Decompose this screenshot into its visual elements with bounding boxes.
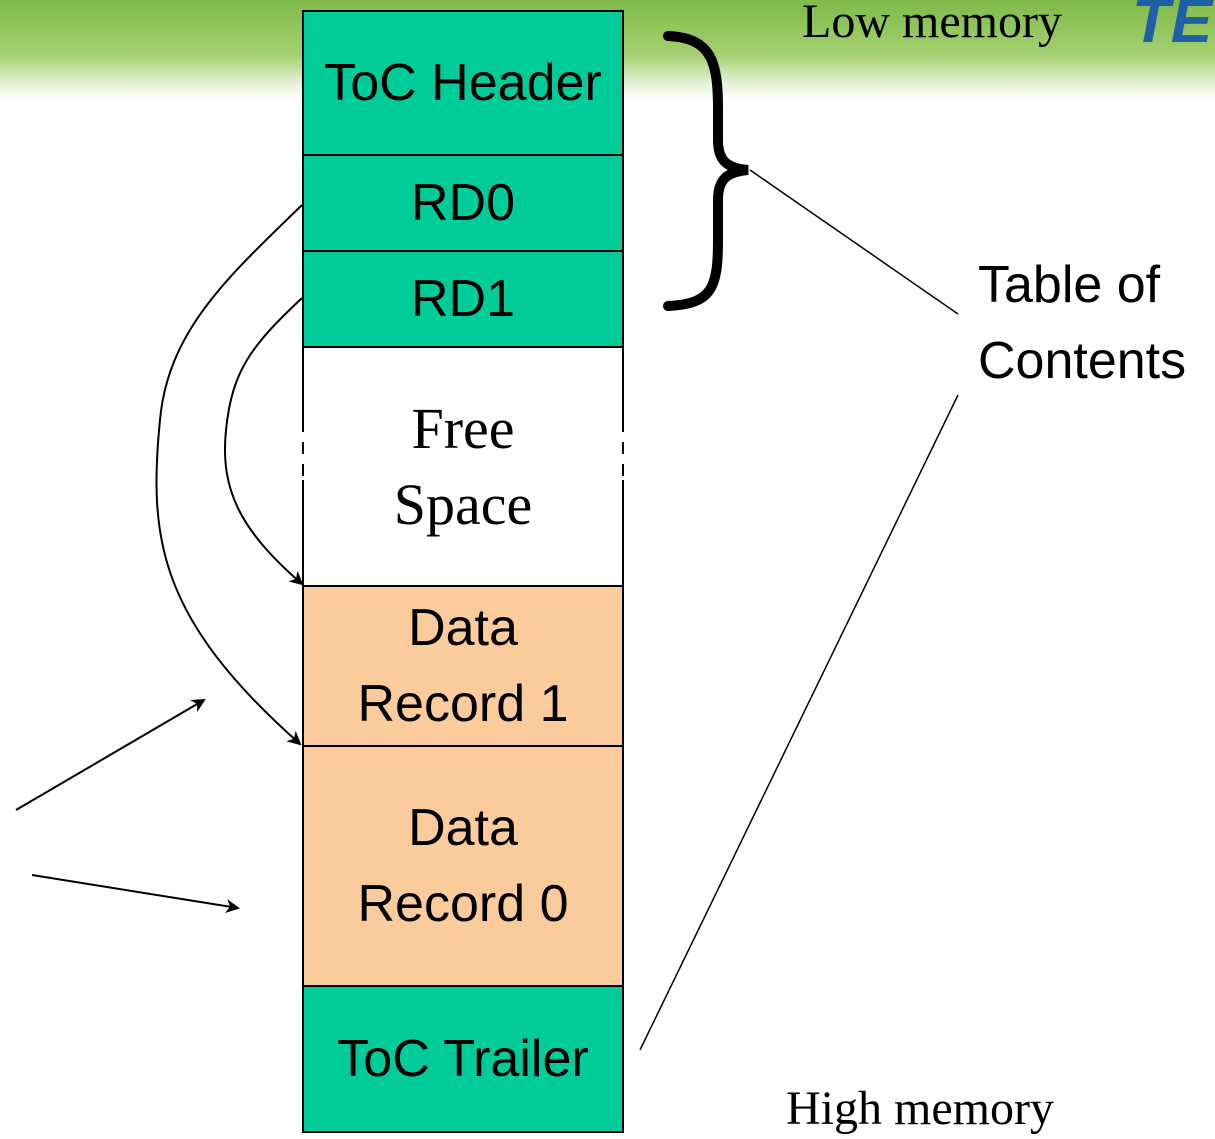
toc-header-block: ToC Header [303, 11, 623, 155]
toc-header-text: ToC Header [324, 54, 602, 112]
toc-trailer-text: ToC Trailer [337, 1030, 589, 1088]
toc-trailer-border [302, 985, 624, 1133]
data-record-1-block: Data Record 1 [303, 586, 623, 746]
data-record-1-border [302, 585, 624, 747]
rd1-pointer-arrow [224, 297, 304, 586]
low-memory-label: Low memory [802, 0, 1062, 48]
logo: TE [1132, 0, 1214, 56]
rd0-block: RD0 [303, 155, 623, 251]
toc-leader-lower [639, 394, 959, 1051]
rd0-pointer-arrow [155, 204, 303, 746]
free-space-line2: Space [393, 471, 533, 537]
data-record-0-line2: Record 0 [357, 875, 569, 933]
high-memory-label: High memory [786, 1082, 1054, 1135]
block-borders [302, 10, 624, 1133]
rd1-text: RD1 [410, 270, 516, 328]
free-space-block: Free Space [303, 347, 623, 586]
toc-leader-upper [749, 169, 959, 315]
toc-label-line2: Contents [978, 332, 1187, 390]
data-record-0-border [302, 745, 624, 987]
rd1-block: RD1 [303, 251, 623, 347]
incoming-arrow-lower [31, 874, 240, 914]
brace-icon [663, 31, 749, 311]
data-record-1-line1: Data [408, 599, 518, 657]
data-record-0-line1: Data [408, 799, 518, 857]
toc-label-line1: Table of [978, 256, 1161, 314]
rd0-text: RD0 [410, 174, 516, 232]
incoming-arrow-upper [15, 698, 206, 811]
table-of-contents-label: Table of Contents [978, 247, 1186, 399]
toc-header-border [302, 10, 624, 156]
free-space-line1: Free [411, 395, 515, 461]
data-record-1-line2: Record 1 [357, 675, 569, 733]
data-record-0-block: Data Record 0 [303, 746, 623, 986]
toc-trailer-block: ToC Trailer [303, 986, 623, 1132]
